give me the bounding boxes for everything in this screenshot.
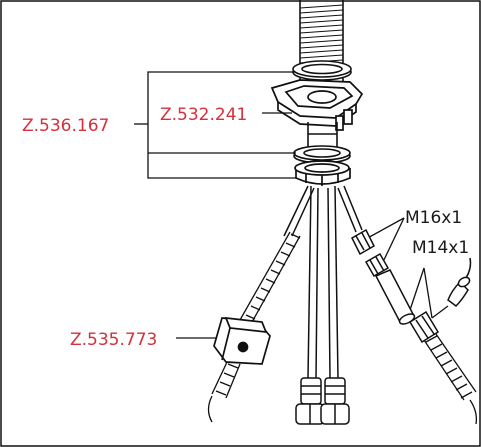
m14x1-connector xyxy=(408,257,472,344)
centre-hoses xyxy=(283,185,363,379)
lock-nut xyxy=(294,160,351,186)
part-label-z535773: Z.535.773 xyxy=(70,330,157,350)
thread-label-m14x1: M14x1 xyxy=(412,238,469,258)
part-label-z536167: Z.536.167 xyxy=(22,116,109,136)
hose-weight xyxy=(213,316,271,365)
leader-lines xyxy=(134,71,433,339)
upper-washer xyxy=(292,60,352,81)
thread-label-m16x1: M16x1 xyxy=(405,208,462,228)
part-label-z532241: Z.532.241 xyxy=(160,105,247,125)
spacer-tube xyxy=(307,122,338,150)
left-corrugated-hose xyxy=(207,231,301,423)
horseshoe-bracket xyxy=(270,79,364,131)
m16x1-connector xyxy=(351,228,416,325)
right-corrugated-hose xyxy=(423,305,478,425)
hose-end-fittings xyxy=(295,377,350,425)
